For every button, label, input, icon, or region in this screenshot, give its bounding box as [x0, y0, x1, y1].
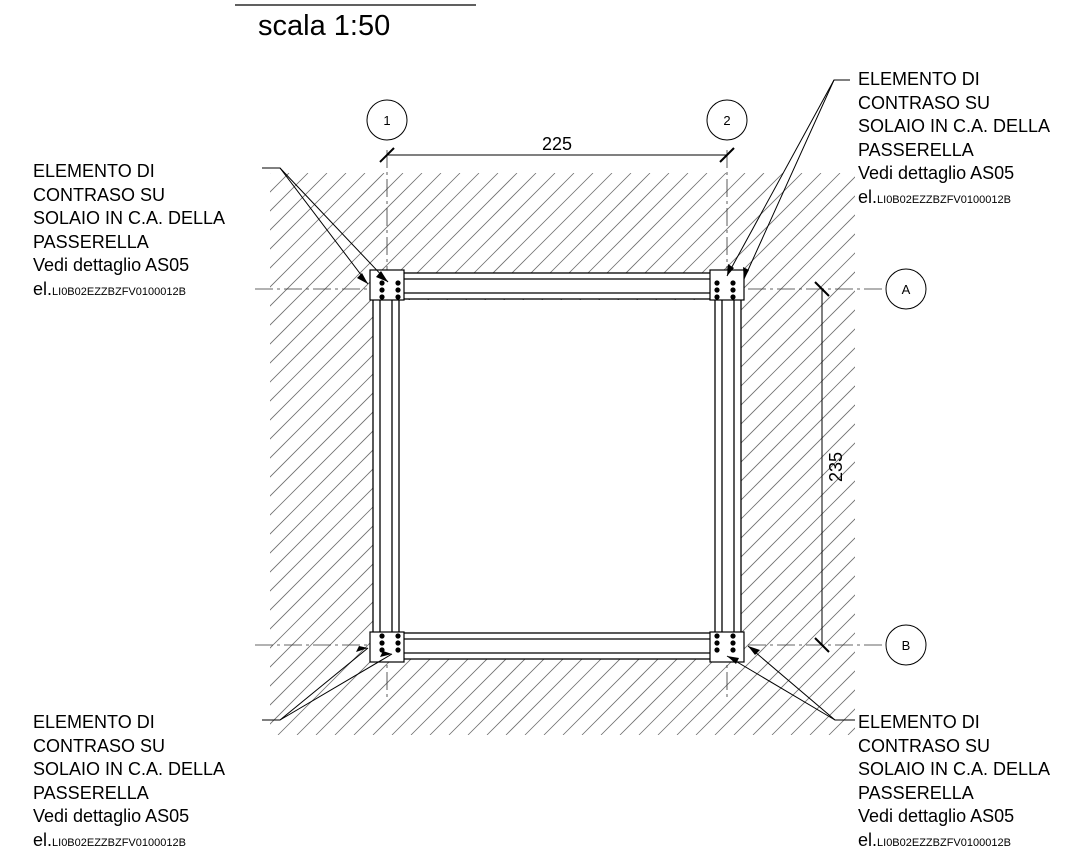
hatch-line: [733, 173, 855, 735]
dimension-tick: [814, 281, 830, 297]
ref-code: LI0B02EZZBZFV0100012B: [877, 193, 1011, 206]
callout-line: PASSERELLA: [33, 782, 149, 803]
leader-top-left-2: [279, 167, 389, 283]
ref-code: LI0B02EZZBZFV0100012B: [52, 836, 186, 849]
grid-axis-lines: [255, 150, 885, 700]
hatch-line: [847, 173, 855, 735]
leader-bottom-left-2: [279, 653, 393, 721]
callout-reference: el.LI0B02EZZBZFV0100012B: [858, 186, 1050, 213]
beam-top: [375, 272, 740, 300]
callout-line: SOLAIO IN C.A. DELLA: [858, 759, 1051, 779]
callout-line: CONTRASO SU: [858, 735, 991, 756]
hatch-line: [270, 173, 594, 735]
leader-bottom-right-2: [726, 655, 836, 721]
leader-lines: [262, 79, 855, 721]
hatch-line: [657, 173, 855, 735]
hatch-line: [270, 173, 632, 735]
dimension-tick: [719, 147, 735, 163]
axis-label-a: A: [902, 282, 911, 297]
callout-line: ELEMENTO DI: [33, 712, 155, 732]
callout-line: ELEMENTO DI: [858, 69, 980, 89]
beam-bottom: [375, 632, 740, 660]
hatch-line: [695, 173, 855, 735]
axis-bubble-2: [706, 99, 748, 141]
hatch-line: [270, 173, 423, 735]
callout-line: Vedi dettaglio AS05: [858, 806, 1015, 826]
callout-reference: el.LI0B02EZZBZFV0100012B: [33, 829, 225, 856]
callout-line: SOLAIO IN C.A. DELLA: [33, 759, 226, 779]
leader-top-right-2: [726, 79, 835, 277]
beam-right: [714, 279, 742, 651]
axis-label-2: 2: [723, 113, 730, 128]
axis-bubble-b: [885, 624, 927, 666]
hatch-line: [752, 173, 855, 735]
hatch-line: [270, 173, 575, 735]
callout-bottom-right: ELEMENTO DI CONTRASO SU SOLAIO IN C.A. D…: [858, 711, 1050, 855]
dimension-lines: [379, 147, 830, 653]
scale-title: scala 1:50: [258, 10, 391, 42]
callout-line: Vedi dettaglio AS05: [858, 163, 1015, 183]
hatch-line: [270, 173, 537, 735]
callout-reference: el.LI0B02EZZBZFV0100012B: [858, 829, 1050, 856]
hatch-line: [270, 173, 499, 735]
corner-plates: [369, 269, 745, 663]
hatch-line: [809, 173, 855, 735]
leader-bottom-right-1: [747, 645, 855, 721]
callout-line: CONTRASO SU: [858, 92, 991, 113]
callout-line: SOLAIO IN C.A. DELLA: [858, 116, 1051, 136]
hatch-line: [270, 173, 651, 735]
hatch-line: [270, 173, 385, 735]
dimension-label-horizontal: 225: [542, 134, 572, 154]
callout-line: Vedi dettaglio AS05: [33, 255, 190, 275]
ref-prefix: el.: [858, 186, 878, 207]
callout-line: Vedi dettaglio AS05: [33, 806, 190, 826]
callout-line: CONTRASO SU: [33, 184, 166, 205]
ref-prefix: el.: [33, 829, 53, 850]
dimension-tick: [814, 637, 830, 653]
hatch-line: [270, 173, 404, 735]
callout-top-right: ELEMENTO DI CONTRASO SU SOLAIO IN C.A. D…: [858, 68, 1050, 212]
callout-line: PASSERELLA: [33, 231, 149, 252]
hatch-line: [270, 173, 442, 735]
hatch-line: [714, 173, 855, 735]
hatch-line: [828, 173, 855, 735]
axis-bubble-1: [366, 99, 408, 141]
hatch-line: [270, 173, 480, 735]
callout-line: CONTRASO SU: [33, 735, 166, 756]
callout-line: ELEMENTO DI: [33, 161, 155, 181]
dimension-tick: [379, 147, 395, 163]
ref-prefix: el.: [858, 829, 878, 850]
callout-bottom-left: ELEMENTO DI CONTRASO SU SOLAIO IN C.A. D…: [33, 711, 225, 855]
ref-code: LI0B02EZZBZFV0100012B: [52, 285, 186, 298]
steel-frame: [372, 272, 742, 660]
axis-bubble-a: [885, 268, 927, 310]
ref-code: LI0B02EZZBZFV0100012B: [877, 836, 1011, 849]
callout-line: SOLAIO IN C.A. DELLA: [33, 208, 226, 228]
hatch-line: [771, 173, 855, 735]
callout-top-left: ELEMENTO DI CONTRASO SU SOLAIO IN C.A. D…: [33, 160, 225, 304]
hatch-line: [270, 173, 613, 735]
hatch-line: [676, 173, 855, 735]
callout-line: PASSERELLA: [858, 139, 974, 160]
leader-top-right-1: [743, 79, 850, 280]
leader-arrowheads: [356, 264, 760, 664]
axis-bubbles: [366, 99, 927, 666]
hatch-line: [270, 173, 518, 735]
bolts: [379, 280, 736, 653]
ref-prefix: el.: [33, 278, 53, 299]
hatch-line: [270, 173, 366, 735]
beam-left: [372, 279, 400, 651]
axis-label-1: 1: [383, 113, 390, 128]
callout-line: ELEMENTO DI: [858, 712, 980, 732]
dimension-label-vertical: 235: [826, 452, 846, 482]
axis-label-b: B: [902, 638, 911, 653]
callout-reference: el.LI0B02EZZBZFV0100012B: [33, 278, 225, 305]
callout-line: PASSERELLA: [858, 782, 974, 803]
hatch-line: [270, 173, 461, 735]
hatch-line: [270, 173, 556, 735]
